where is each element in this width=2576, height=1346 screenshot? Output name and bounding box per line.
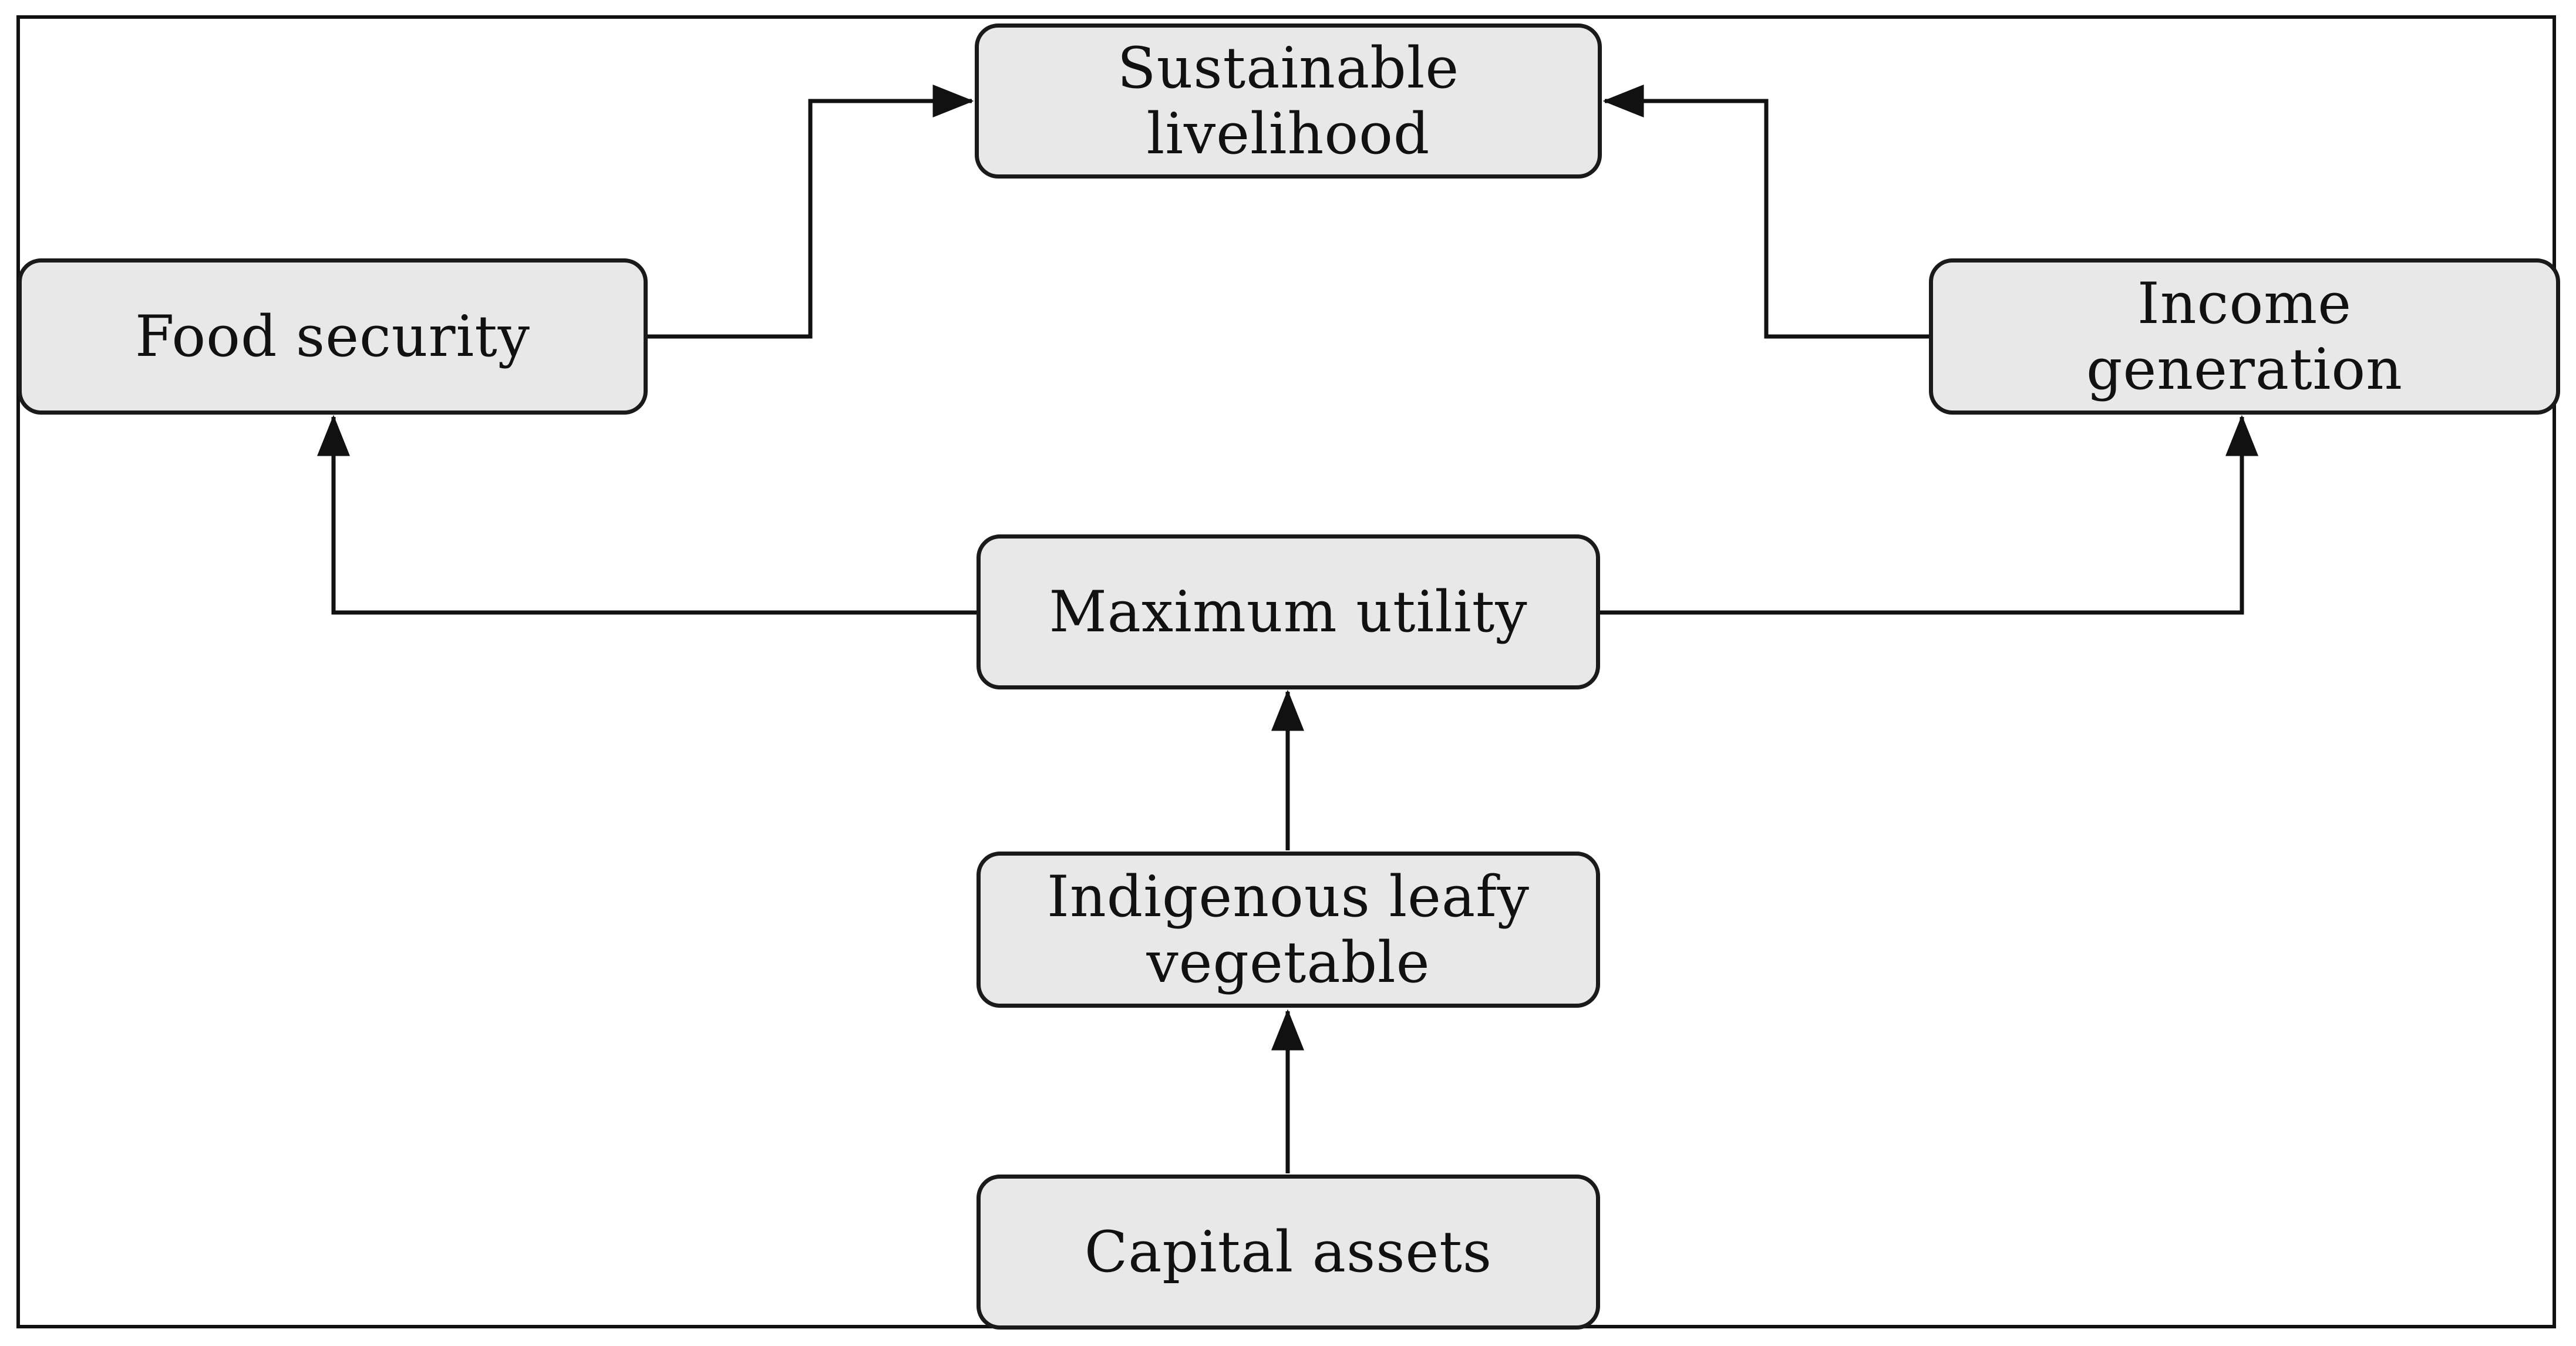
arrow-utility-to-income-generation (1600, 415, 2258, 615)
node-sustainable-livelihood: Sustainable livelihood (975, 23, 1602, 179)
node-label: Income generation (2086, 271, 2403, 402)
node-label: Food security (135, 304, 530, 369)
node-indigenous-leafy-vegetable: Indigenous leafy vegetable (976, 852, 1600, 1008)
node-label: Indigenous leafy vegetable (1047, 864, 1530, 995)
node-income-generation: Income generation (1929, 258, 2560, 415)
node-label: Maximum utility (1049, 579, 1528, 645)
node-maximum-utility: Maximum utility (976, 534, 1600, 689)
arrow-utility-to-food-security (317, 415, 976, 615)
node-food-security: Food security (18, 258, 648, 415)
node-capital-assets: Capital assets (976, 1175, 1600, 1330)
arrow-income-generation-to-livelihood (1602, 85, 1929, 339)
arrow-food-security-to-livelihood (648, 85, 974, 339)
node-label: Capital assets (1084, 1219, 1493, 1285)
node-label: Sustainable livelihood (1117, 35, 1460, 167)
